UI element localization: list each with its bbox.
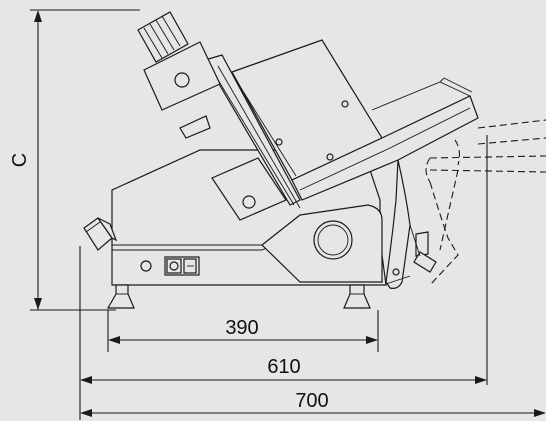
carriage-handle [385,159,411,289]
meat-slicer-side-view [83,11,546,309]
width-610-label: 610 [267,356,300,378]
foot-left [106,284,135,309]
sharpener-knob [313,220,353,260]
front-adjust-knob [83,217,118,251]
dimension-lines [30,9,544,420]
product-tray [291,95,479,201]
motor-housing [261,204,383,283]
indicator-light [140,260,152,272]
height-label: C [9,153,31,167]
thickness-control-head [143,41,221,111]
power-switch-icon [169,261,179,271]
gauge-plate [211,157,287,221]
switch-panel [164,256,200,276]
width-390-label: 390 [225,317,258,339]
foot-right [343,284,371,309]
carriage-extended-outline [425,119,546,286]
width-700-label: 700 [295,390,328,412]
dimension-arrowheads [34,10,546,417]
